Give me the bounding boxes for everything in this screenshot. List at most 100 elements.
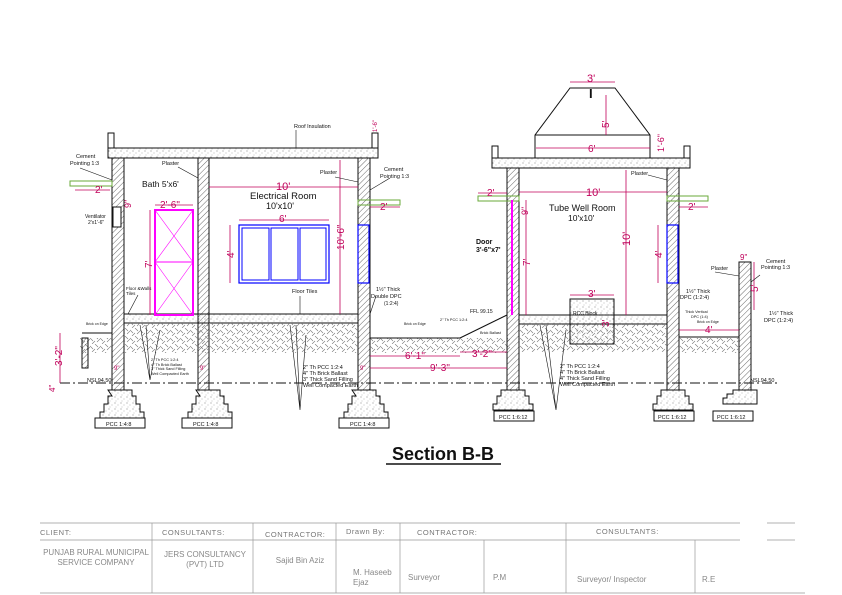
plaster-label: Plaster <box>162 161 179 167</box>
dim-text: 9" <box>520 207 530 215</box>
dim-text: 10' <box>586 187 600 199</box>
dim-text: 2' <box>688 202 696 213</box>
role-surveyor: Surveyor <box>408 573 440 582</box>
dimension-lines <box>59 81 755 383</box>
dim-text: 1'-6" <box>373 120 379 132</box>
layer-label: 2" Th PCC 1:2:4 <box>560 364 600 370</box>
dim-text: 9" <box>200 366 205 372</box>
dpc-label: DPC (1:2:4) <box>680 295 709 301</box>
dim-text: 2' <box>487 188 495 199</box>
ventilator-label: Ventilator <box>85 214 106 220</box>
ramp <box>459 314 508 339</box>
fill-earth <box>679 338 739 353</box>
nsl-label: NSL94.50 <box>750 378 774 384</box>
layer-label: 4" Th Brick Ballast <box>303 371 348 377</box>
bath-label: Bath 5'x6' <box>142 179 179 189</box>
consultants-header: CONSULTANTS: <box>596 527 659 536</box>
layer-label: 3" Thick Sand Filling <box>151 367 185 371</box>
dim-text: 2'-6" <box>160 200 180 211</box>
dim-text: 1'-6" <box>656 134 666 152</box>
title-block: CLIENT: CONSULTANTS: CONTRACTOR: Drawn B… <box>40 522 805 594</box>
right-building <box>477 87 758 422</box>
rcc-block-label: RCC Block <box>573 311 598 317</box>
boundary-wall <box>738 261 752 391</box>
brick-on-edge-label: Brick on Edge <box>86 322 108 326</box>
footing <box>492 389 535 422</box>
dim-text: 4' <box>226 250 237 258</box>
ventilator-size: 2'x1'-6" <box>88 220 104 226</box>
layer-label: Well Compacted Earth <box>303 383 358 389</box>
role-inspector: Surveyor/ Inspector <box>577 575 647 584</box>
cement-pointing-label: Cement <box>76 154 96 160</box>
roof-insulation-label: Roof Insulation <box>294 124 331 130</box>
layer-label: Well Compacted Earth <box>151 372 189 376</box>
sunshade <box>477 195 520 202</box>
cement-pointing-label: Pointing 1:3 <box>761 265 790 271</box>
nsl-label: NSL94.50 <box>87 378 111 384</box>
parapet <box>683 145 691 159</box>
sunshade <box>357 199 401 206</box>
edge-wall <box>81 337 89 369</box>
dim-text: 6' <box>588 144 596 155</box>
leader-lines <box>79 130 761 411</box>
footing-label: PCC 1:4:8 <box>106 422 131 428</box>
wall <box>111 157 125 391</box>
left-dimensions: 2' 9" 2'-6" 7' 10' 10'-6" 6' 4' 2' 1'-6"… <box>48 120 388 392</box>
ramp-label: Brick Ballast <box>480 331 502 335</box>
dim-text: 4' <box>654 250 665 258</box>
ventilator <box>112 206 122 228</box>
drawn-by-header: Drawn By: <box>346 527 385 536</box>
dim-text: 10' <box>276 181 290 193</box>
ground-fill <box>370 338 510 353</box>
dim-text: 10'-6" <box>336 224 347 250</box>
wall <box>197 157 210 391</box>
parapet <box>107 132 115 149</box>
brick-on-edge-label: Brick on Edge <box>404 322 426 326</box>
client-name: SERVICE COMPANY <box>57 558 135 567</box>
floor-tiles-label: Floor Tiles <box>292 289 318 295</box>
fill-earth <box>124 323 358 353</box>
drawn-by-name: Ejaz <box>353 578 369 587</box>
dpc-label: Double DPC <box>371 294 402 300</box>
dim-text: 10' <box>621 232 633 246</box>
vertical-dpc-label: Thick Vertical <box>685 310 708 314</box>
door-size: 3'-6"x7' <box>476 247 501 254</box>
dim-text: 3' <box>587 73 595 85</box>
vertical-dpc-label: DPC (1:4) <box>691 315 709 319</box>
window <box>238 224 330 284</box>
door-label: Door <box>476 239 493 246</box>
consultant-name: (PVT) LTD <box>186 560 224 569</box>
layer-label: 3" Thick Sand Filling <box>303 377 353 383</box>
dim-text: 3'-2" <box>54 346 65 366</box>
footing <box>181 389 233 429</box>
sunshade <box>69 180 113 187</box>
window <box>666 224 679 284</box>
dim-text: 6'-1" <box>405 351 425 362</box>
dpc-label: 1½" Thick <box>769 310 793 317</box>
footing-label: PCC 1:6:12 <box>499 415 527 421</box>
layer-label: 4" Th Brick Ballast <box>560 370 605 376</box>
dim-text: 5' <box>750 284 761 292</box>
left-labels: Roof Insulation Cement Pointing 1:3 Plas… <box>70 124 426 428</box>
dim-text: 7' <box>144 260 155 268</box>
plaster-label: Plaster <box>631 171 648 177</box>
chimney-icon: I <box>589 86 593 101</box>
drawn-by-name: M. Haseeb <box>353 568 392 577</box>
dim-text: 9" <box>360 366 365 372</box>
footing <box>652 389 695 422</box>
dpc-label: 1½" Thick <box>686 288 710 295</box>
brick-on-edge-label: Brick on Edge <box>697 320 719 324</box>
roof-slab <box>491 157 691 169</box>
layer-label: Well Compacted Earth <box>560 382 615 388</box>
dim-text: 3' <box>601 319 612 327</box>
middle-labels: 6'-1" 3'-2" 9'-3" FFL 99.15 2" Th PCC 1:… <box>405 239 502 374</box>
footing-label: PCC 1:6:12 <box>658 415 686 421</box>
sunshade <box>666 195 709 202</box>
dim-text: 2' <box>95 185 103 196</box>
door <box>154 209 194 316</box>
room-name: Tube Well Room <box>549 203 616 213</box>
footing-label: PCC 1:4:8 <box>350 422 375 428</box>
roof-slab <box>107 147 379 159</box>
floor-walls-tiles-label: Floor &Walls <box>126 286 152 291</box>
client-name: PUNJAB RURAL MUNICIPAL <box>43 548 149 557</box>
